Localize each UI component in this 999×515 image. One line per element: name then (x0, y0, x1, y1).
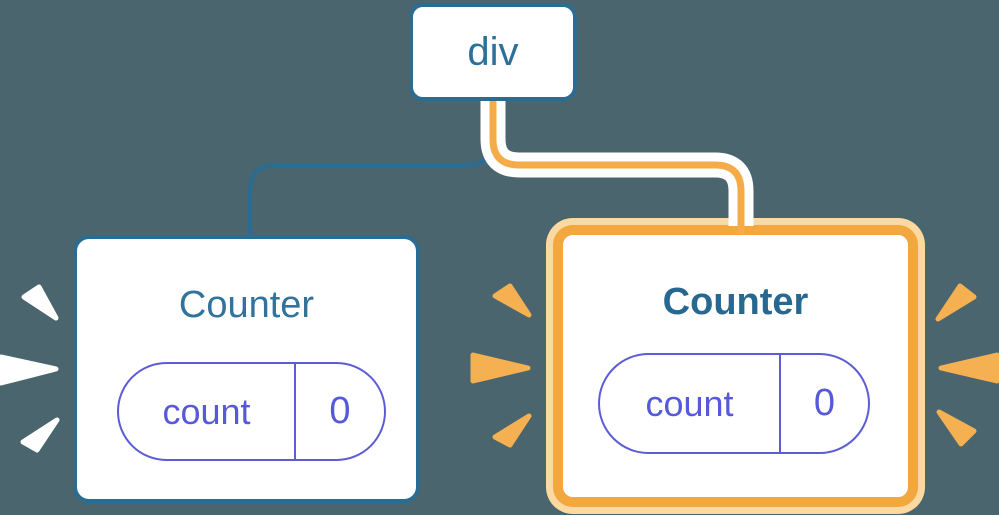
burst-mark-icon (0, 354, 59, 386)
root-node-label: div (467, 29, 519, 74)
burst-mark-icon (492, 413, 532, 448)
burst-mark-icon (20, 417, 60, 453)
state-value: 0 (813, 382, 836, 424)
state-value: 0 (329, 390, 351, 432)
burst-mark-icon (936, 409, 977, 447)
root-node-div: div (409, 3, 577, 101)
burst-mark-icon (938, 352, 999, 384)
burst-mark-icon (935, 283, 977, 322)
counter-node-right-highlighted: Counter count 0 (553, 225, 918, 507)
state-pill: count 0 (598, 353, 870, 454)
tree-edge-right-highlighted (489, 101, 745, 234)
state-pill: count 0 (117, 362, 386, 461)
state-key-label: count (600, 355, 781, 452)
tree-edge-left (248, 101, 495, 236)
burst-mark-icon (470, 352, 531, 384)
burst-mark-icon (21, 284, 59, 321)
burst-mark-icon (492, 283, 532, 318)
burst-marks-orange-left (470, 283, 532, 448)
state-key-label: count (119, 364, 296, 459)
burst-marks-orange-right (935, 283, 999, 447)
counter-title: Counter (178, 284, 315, 326)
burst-marks-white (0, 284, 60, 453)
counter-title: Counter (662, 281, 809, 323)
tree-edge-right-casing (480, 101, 754, 226)
counter-node-left: Counter count 0 (73, 235, 420, 503)
